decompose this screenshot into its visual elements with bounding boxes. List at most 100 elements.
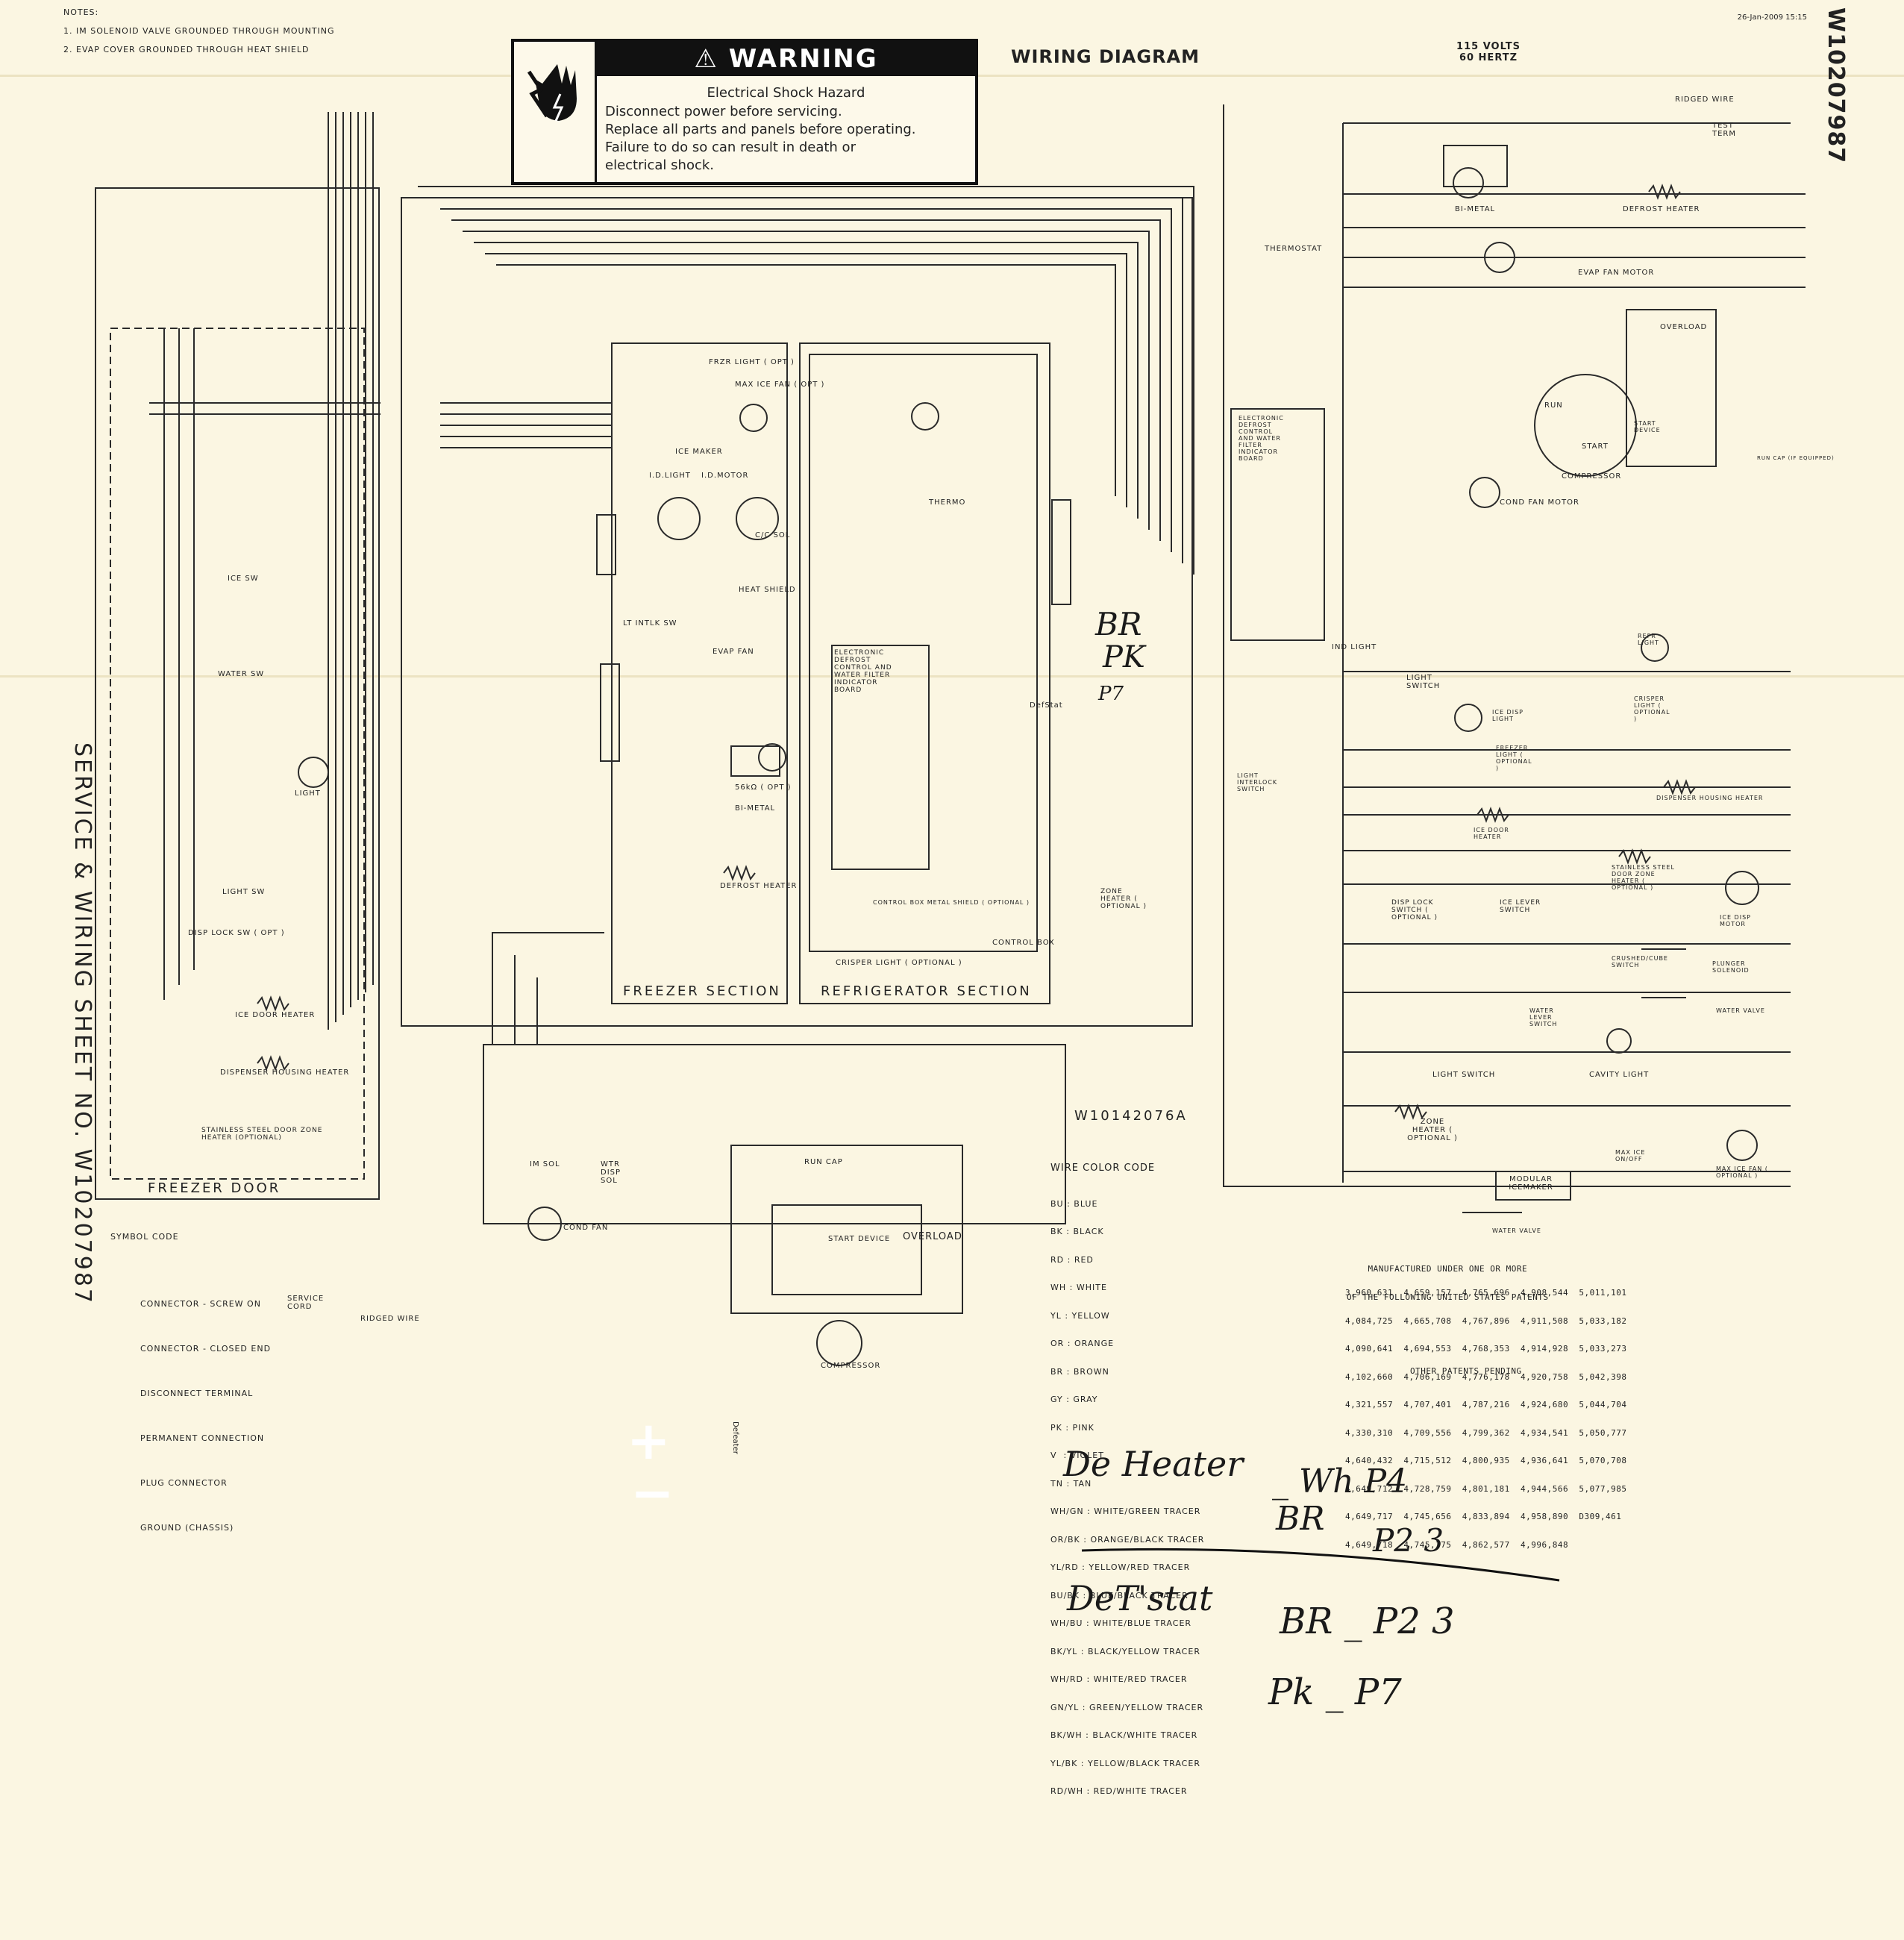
- ice-disp-light-right: ICE DISP LIGHT: [1492, 709, 1523, 722]
- cc-sol-label: C/C SOL: [755, 531, 791, 539]
- handwriting-br: BR: [1095, 606, 1142, 642]
- cond-fan-motor-right: COND FAN MOTOR: [1500, 498, 1579, 507]
- handwriting-p7: P7: [1098, 683, 1124, 705]
- water-valve2-right: WATER VALVE: [1492, 1227, 1541, 1234]
- overload-right: OVERLOAD: [1660, 323, 1708, 331]
- electronic-board-right: ELECTRONIC DEFROST CONTROL AND WATER FIL…: [1238, 415, 1284, 462]
- warning-box: ⚠ WARNING Electrical Shock Hazard Discon…: [511, 39, 978, 185]
- defrost-heater-right: DEFROST HEATER: [1623, 205, 1700, 213]
- defeater-label: Defeater: [731, 1421, 739, 1454]
- thermostat-right: THERMOSTAT: [1265, 245, 1323, 253]
- evap-fan-label: EVAP FAN: [713, 648, 754, 656]
- test-term-right: TEST TERM: [1712, 122, 1737, 138]
- light-switch-right: LIGHT SWITCH: [1406, 674, 1441, 690]
- compressor-right: COMPRESSOR: [1562, 472, 1622, 481]
- bimetal-right: BI-METAL: [1455, 205, 1496, 213]
- plunger-solenoid-right: PLUNGER SOLENOID: [1712, 960, 1750, 974]
- handwriting-wh-p4: _ Wh P4: [1272, 1462, 1408, 1501]
- start-device-right: START DEVICE: [1634, 420, 1661, 434]
- lt-intlk-sw-label: LT INTLK SW: [623, 619, 677, 628]
- disp-lock-sw-label: DISP LOCK SW ( OPT ): [188, 929, 285, 937]
- thermo-label: THERMO: [929, 498, 966, 507]
- ice-door-heater-label: ICE DOOR HEATER: [235, 1011, 316, 1019]
- light-label: LIGHT: [295, 789, 321, 798]
- handwriting-pk: PK: [1103, 640, 1145, 675]
- ice-sw-label: ICE SW: [228, 575, 259, 583]
- supply-label: 115 VOLTS 60 HERTZ: [1456, 41, 1521, 63]
- ice-door-heater-right: ICE DOOR HEATER: [1474, 827, 1509, 840]
- zone-heater-label: ZONE HEATER ( OPTIONAL ): [1100, 888, 1147, 910]
- dispenser-housing-heater-right: DISPENSER HOUSING HEATER: [1656, 795, 1764, 801]
- part-number: W10142076A: [1074, 1108, 1188, 1124]
- symbol-code: SYMBOL CODE CONNECTOR - SCREW ON CONNECT…: [110, 1232, 272, 1533]
- patents-title: MANUFACTURED UNDER ONE OR MORE OF THE FO…: [1347, 1264, 1549, 1302]
- light-sw-label: LIGHT SW: [222, 888, 266, 896]
- ridged-wire-label: RIDGED WIRE: [360, 1315, 420, 1323]
- freezer-section-label: FREEZER SECTION: [623, 983, 781, 999]
- print-date: 26-Jan-2009 15:15: [1737, 13, 1807, 22]
- disp-lock-right: DISP LOCK SWITCH ( OPTIONAL ): [1391, 899, 1438, 922]
- ind-light-right: IND LIGHT: [1332, 643, 1377, 651]
- note-2: 2. EVAP COVER GROUNDED THROUGH HEAT SHIE…: [63, 45, 310, 54]
- water-valve-right: WATER VALVE: [1716, 1007, 1765, 1014]
- door-zone-heater-label: STAINLESS STEEL DOOR ZONE HEATER (OPTION…: [201, 1127, 323, 1142]
- im-sol-label: IM SOL: [530, 1160, 560, 1168]
- crisper-light-right: CRISPER LIGHT ( OPTIONAL ): [1634, 695, 1670, 722]
- minus-icon: −: [630, 1462, 674, 1524]
- overload-label: OVERLOAD: [903, 1231, 962, 1242]
- wtr-disp-sol-label: WTR DISP SOL: [601, 1160, 621, 1185]
- warning-subtitle: Electrical Shock Hazard: [707, 85, 865, 101]
- diagram-title: WIRING DIAGRAM: [1011, 46, 1200, 67]
- refr-light-right: REFR LIGHT: [1638, 633, 1659, 646]
- bimetal-res-label: 56kΩ ( OPT ): [735, 783, 792, 792]
- frzr-light-label: FRZR LIGHT ( OPT ): [709, 358, 795, 366]
- wire-color-code: WIRE COLOR CODE BU : BLUE BK : BLACK RD …: [1050, 1163, 1205, 1796]
- zone-heater-right: ZONE HEATER ( OPTIONAL ): [1407, 1118, 1458, 1142]
- cond-fan-label: COND FAN: [563, 1224, 609, 1232]
- light-switch2-right: LIGHT SWITCH: [1432, 1071, 1496, 1079]
- plus-icon: +: [627, 1410, 671, 1471]
- ice-maker-label: ICE MAKER: [675, 448, 723, 456]
- fold-line: [0, 675, 1904, 678]
- start-device-label: START DEVICE: [828, 1235, 891, 1243]
- handwriting-pk-p7: Pk _ P7: [1268, 1671, 1402, 1713]
- light-interlock-switch-right: LIGHT INTERLOCK SWITCH: [1237, 772, 1278, 792]
- id-light-label: I.D.LIGHT: [649, 472, 691, 480]
- start-label: START: [1582, 442, 1609, 451]
- max-ice-fan-label: MAX ICE FAN ( OPT ): [735, 381, 825, 389]
- patents-pending: OTHER PATENTS PENDING: [1410, 1366, 1522, 1376]
- handwriting-p23: P2 3: [1373, 1522, 1444, 1559]
- control-box-label: CONTROL BOX: [992, 939, 1055, 947]
- bimetal-label: BI-METAL: [735, 804, 776, 813]
- handwriting-de-heater: De Heater: [1063, 1444, 1244, 1484]
- wire-color-code-title: WIRE COLOR CODE: [1050, 1163, 1156, 1174]
- defstat-label: DefStat: [1030, 701, 1063, 710]
- run-label: RUN: [1544, 401, 1563, 410]
- cavity-light-right: CAVITY LIGHT: [1589, 1071, 1650, 1079]
- evap-fan-motor-right: EVAP FAN MOTOR: [1578, 269, 1655, 277]
- control-box-shield-label: CONTROL BOX METAL SHIELD ( OPTIONAL ): [873, 899, 1030, 906]
- modular-icemaker-right: MODULAR ICEMAKER: [1509, 1175, 1553, 1192]
- shock-hazard-icon: [514, 42, 597, 182]
- id-motor-label: I.D.MOTOR: [701, 472, 749, 480]
- patent-list: 3,960,631 4,659,157 4,765,696 4,908,544 …: [1345, 1288, 1627, 1550]
- defrost-heater-label: DEFROST HEATER: [720, 882, 798, 890]
- refrigerator-section-label: REFRIGERATOR SECTION: [821, 983, 1032, 999]
- freezer-door-label: FREEZER DOOR: [148, 1180, 281, 1196]
- crisper-light-label: CRISPER LIGHT ( OPTIONAL ): [836, 959, 962, 967]
- notes: NOTES: 1. IM SOLENOID VALVE GROUNDED THR…: [63, 3, 335, 59]
- warning-text: Disconnect power before servicing. Repla…: [605, 104, 916, 173]
- ice-disp-motor-right: ICE DISP MOTOR: [1720, 914, 1751, 927]
- freezer-light-right: FREEZER LIGHT ( OPTIONAL ): [1496, 745, 1532, 772]
- crushed-cube-right: CRUSHED/CUBE SWITCH: [1612, 955, 1668, 969]
- ridged-wire-right: RIDGED WIRE: [1675, 96, 1735, 104]
- water-lever-right: WATER LEVER SWITCH: [1529, 1007, 1558, 1027]
- dispenser-housing-heater-label: DISPENSER HOUSING HEATER: [220, 1068, 350, 1077]
- water-sw-label: WATER SW: [218, 670, 265, 678]
- note-1: 1. IM SOLENOID VALVE GROUNDED THROUGH MO…: [63, 26, 335, 36]
- warning-title: ⚠ WARNING: [597, 42, 975, 76]
- handwriting-detstat: DeT'stat: [1067, 1578, 1213, 1618]
- handwriting-br2: BR: [1276, 1500, 1325, 1538]
